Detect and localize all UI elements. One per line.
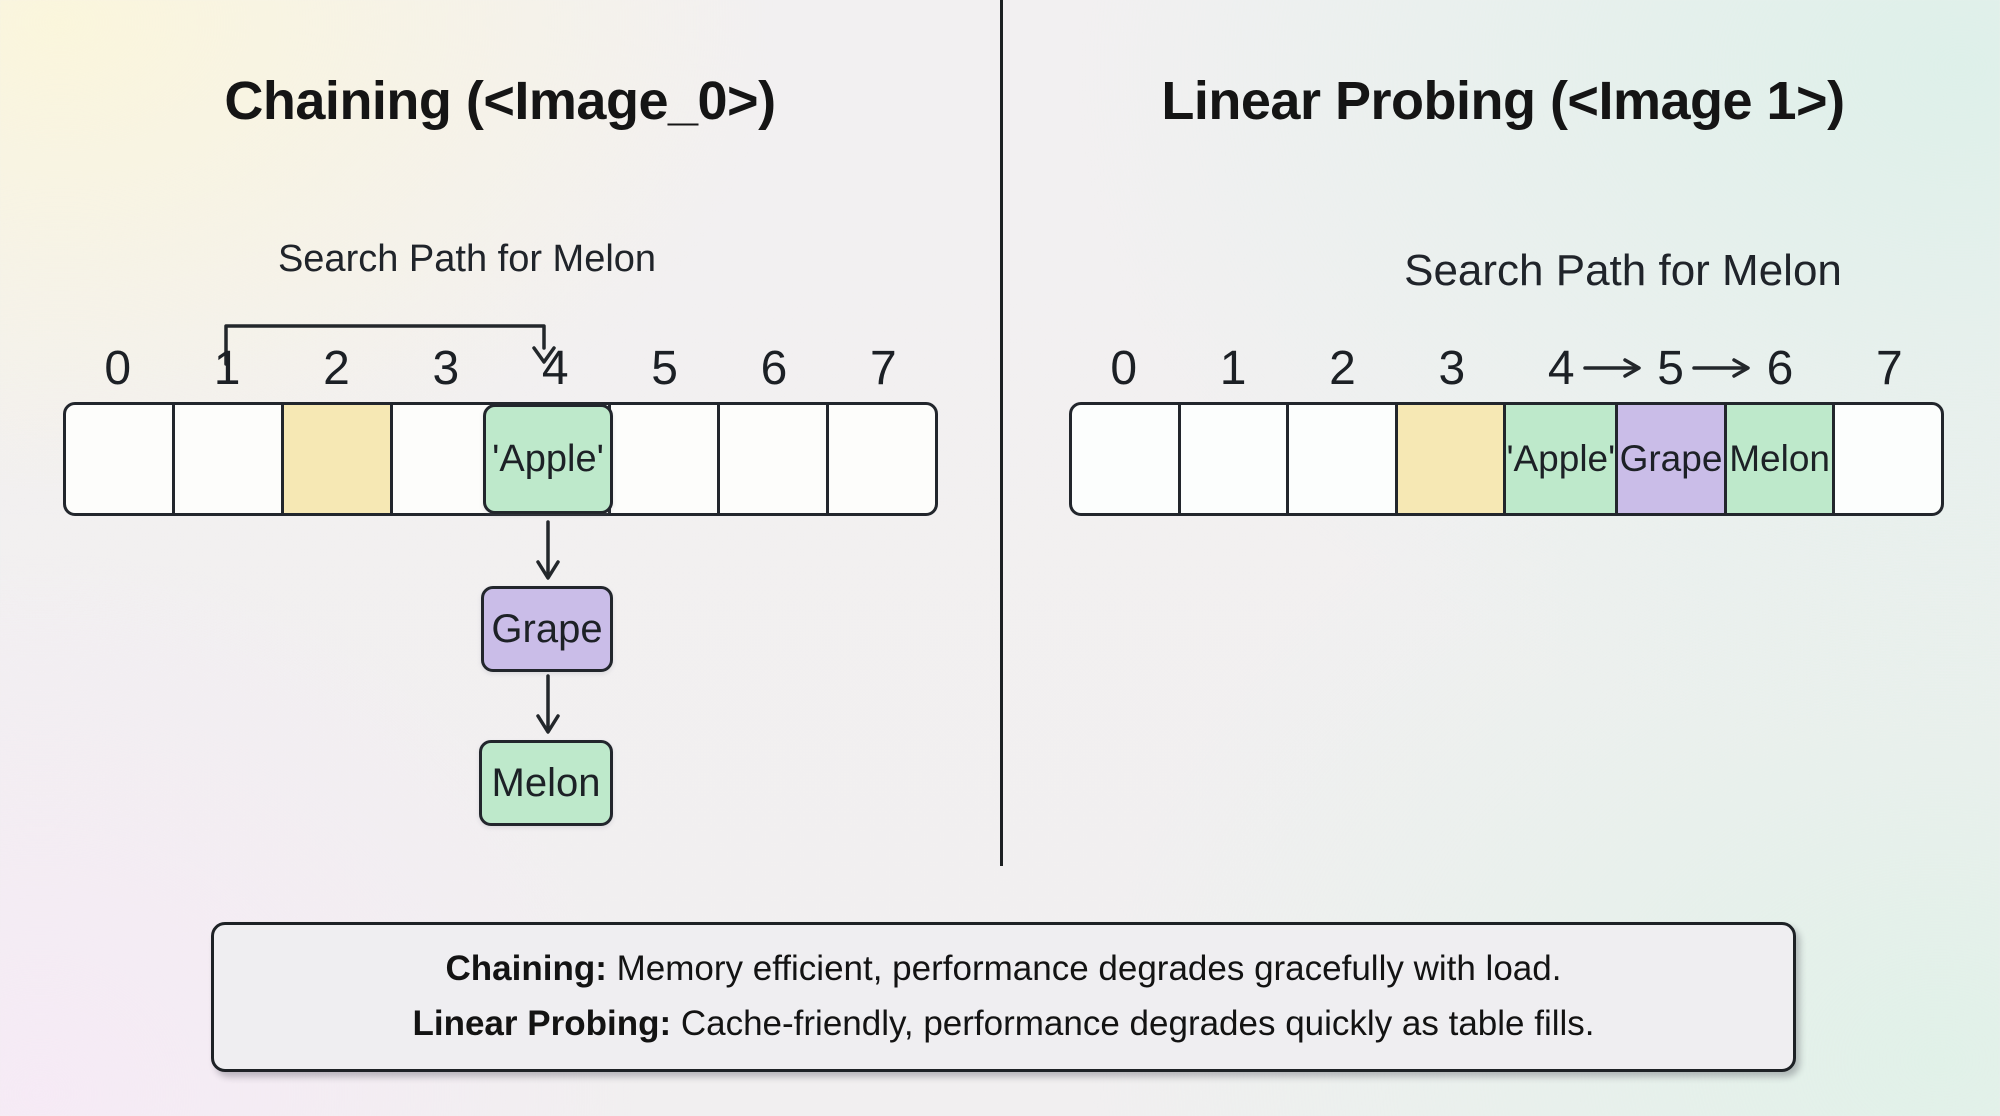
index-label: 2 — [1329, 342, 1356, 395]
index-label: 4 — [541, 342, 569, 395]
index-label: 6 — [760, 342, 788, 395]
apple-bucket-node: 'Apple' — [483, 404, 613, 514]
array-cell-highlighted — [1397, 405, 1507, 513]
index-label: 2 — [323, 342, 350, 395]
probe-arrow-right-icon — [1583, 358, 1641, 378]
index-label: 1 — [213, 342, 241, 395]
probe-arrow-right-icon — [1692, 358, 1750, 378]
array-cell — [1072, 405, 1181, 513]
chain-node-melon: Melon — [479, 740, 613, 826]
index-label: 7 — [869, 342, 897, 395]
chain-arrow-down-icon — [536, 520, 560, 580]
note-line-chaining: Chaining: Memory efficient, performance … — [446, 942, 1562, 997]
index-label: 5 — [1657, 342, 1684, 395]
search-path-elbow-arrow-icon — [224, 324, 556, 366]
chaining-search-path-label: Search Path for Melon — [277, 238, 657, 280]
array-cell — [1181, 405, 1290, 513]
array-cell — [175, 405, 284, 513]
array-cell-apple: 'Apple' — [1506, 405, 1619, 513]
index-label: 7 — [1875, 342, 1903, 395]
panel-divider — [1000, 0, 1003, 866]
probing-search-path-label: Search Path for Melon — [1404, 246, 1842, 295]
probing-hash-array: 'Apple' Grape Melon — [1069, 402, 1944, 516]
note-text-linear-probing: Cache-friendly, performance degrades qui… — [671, 1004, 1595, 1043]
linear-probing-panel-title: Linear Probing (<Image 1>) — [1161, 71, 1845, 131]
index-label: 6 — [1766, 342, 1794, 395]
index-label: 0 — [104, 342, 132, 395]
chain-node-grape: Grape — [481, 586, 613, 672]
note-line-linear-probing: Linear Probing: Cache-friendly, performa… — [412, 997, 1594, 1052]
array-cell — [1835, 405, 1941, 513]
array-cell — [1289, 405, 1398, 513]
array-cell — [66, 405, 175, 513]
index-label: 1 — [1219, 342, 1247, 395]
comparison-note-box: Chaining: Memory efficient, performance … — [211, 922, 1796, 1072]
index-label: 4 — [1547, 342, 1575, 395]
array-cell — [611, 405, 720, 513]
index-label: 3 — [1438, 342, 1466, 395]
array-cell-melon: Melon — [1726, 405, 1836, 513]
array-cell-highlighted — [284, 405, 393, 513]
chaining-index-row: 0 1 2 3 4 5 6 7 — [63, 345, 938, 393]
array-cell — [829, 405, 935, 513]
array-cell-grape: Grape — [1618, 405, 1727, 513]
probing-index-row: 0 1 2 3 4 5 6 7 — [1069, 345, 1944, 393]
array-cell — [720, 405, 829, 513]
note-lead-chaining: Chaining: — [445, 949, 607, 989]
index-label: 5 — [651, 342, 678, 395]
note-text-chaining: Memory efficient, performance degrades g… — [606, 949, 1562, 989]
chain-arrow-down-icon — [536, 674, 560, 734]
chaining-panel-title: Chaining (<Image_0>) — [224, 71, 776, 131]
note-lead-linear-probing: Linear Probing: — [412, 1004, 672, 1043]
index-label: 3 — [432, 342, 460, 395]
index-label: 0 — [1110, 342, 1138, 395]
